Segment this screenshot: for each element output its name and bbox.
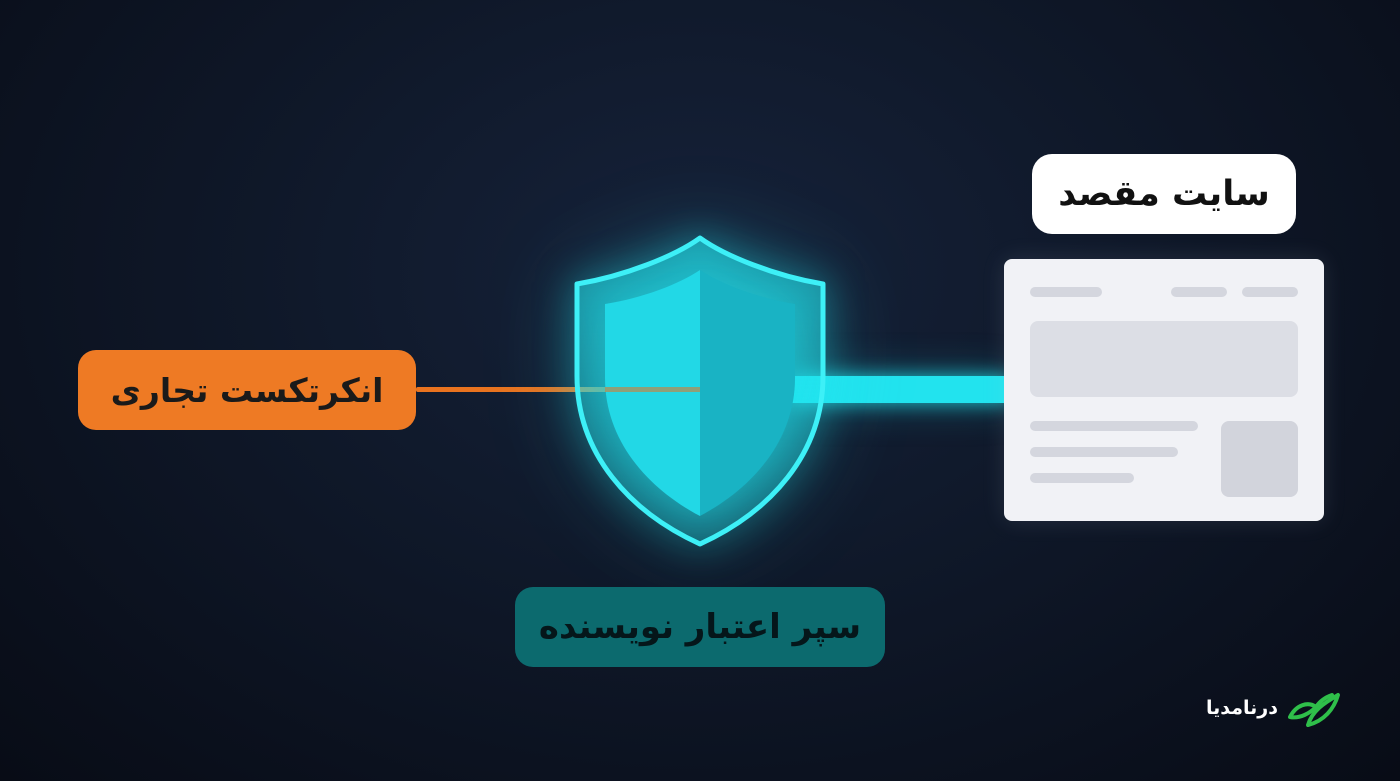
target-site-window [1004,259,1324,521]
site-image-placeholder [1221,421,1298,497]
anchor-text-label-text: انکرتکست تجاری [110,370,384,410]
site-logo-placeholder [1030,287,1102,297]
brand-logo: درنامدیا [1206,686,1354,730]
site-hero-placeholder [1030,321,1298,397]
shield-label: سپر اعتبار نویسنده [515,587,885,667]
anchor-text-label: انکرتکست تجاری [78,350,416,430]
site-text-line-placeholder [1030,473,1134,483]
anchor-connector-line [416,387,700,392]
target-site-label-text: سایت مقصد [1058,174,1270,214]
target-site-label: سایت مقصد [1032,154,1296,234]
brand-name: درنامدیا [1206,697,1278,719]
shield-label-text: سپر اعتبار نویسنده [538,607,862,647]
shield-icon [574,235,826,547]
leaf-logo-icon [1287,693,1340,727]
site-text-line-placeholder [1030,421,1198,431]
site-nav-placeholder [1171,287,1227,297]
site-nav-placeholder [1242,287,1298,297]
shield-connector-beam [792,376,1010,403]
site-text-line-placeholder [1030,447,1178,457]
